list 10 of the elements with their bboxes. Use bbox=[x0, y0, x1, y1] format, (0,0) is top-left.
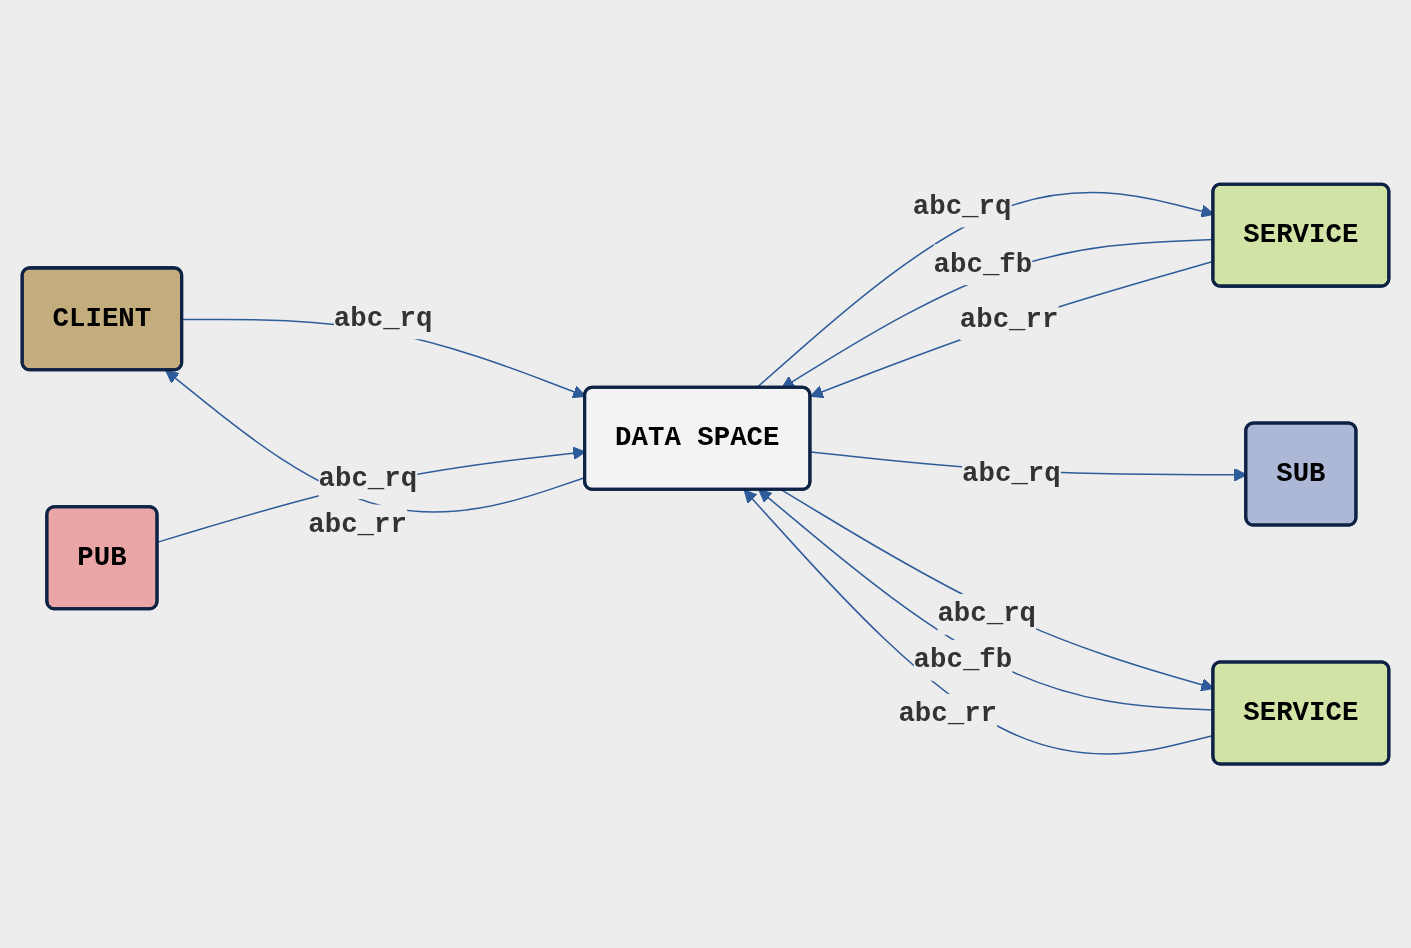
edge-label: abc_fb bbox=[913, 644, 1013, 675]
edge-label: abc_rq bbox=[962, 458, 1061, 489]
edge-label: abc_rr bbox=[898, 698, 998, 729]
edge-label: abc_rq bbox=[912, 190, 1012, 222]
edge-label: abc_rq bbox=[937, 598, 1037, 629]
edge-label: abc_fb bbox=[933, 248, 1033, 280]
edge-label: abc_rr bbox=[959, 303, 1059, 335]
edge-label: abc_rq bbox=[333, 302, 433, 334]
edge-label: abc_rq bbox=[318, 462, 418, 494]
edge-label: abc_rr bbox=[308, 508, 407, 540]
